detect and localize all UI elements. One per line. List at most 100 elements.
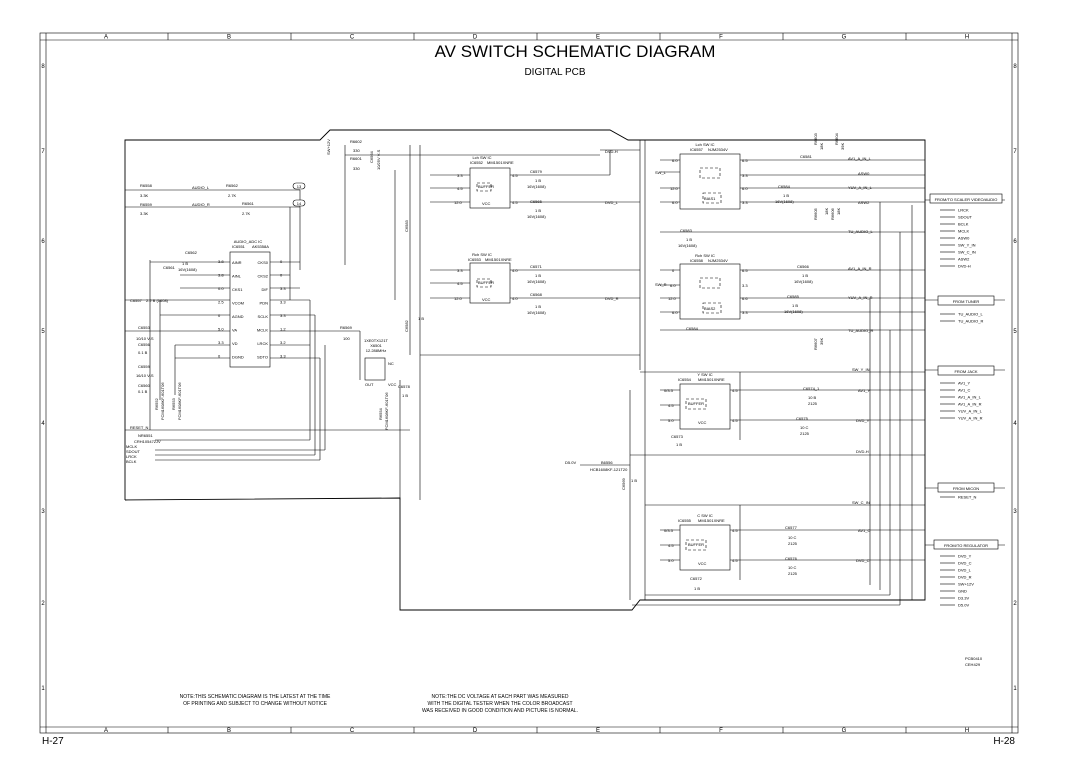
r2-in4: 6.0 — [672, 310, 678, 315]
x6501-value: 12.288MHz — [366, 348, 386, 353]
note-left-line-2: OF PRINTING AND SUBJECT TO CHANGE WITHOU… — [183, 701, 327, 707]
c6583-label: C6583 — [404, 219, 409, 232]
c6583-value: 1 B — [686, 237, 692, 242]
left-bus-mclk: MCLK — [126, 444, 137, 449]
net-sw12v: SW+12V — [326, 139, 331, 155]
nr6551-value: CRH105472JV — [134, 439, 161, 444]
bus-scaler-signal-asw0: ASW0 — [958, 236, 970, 241]
r6552-value: FCM1608KF-601T06 — [160, 382, 165, 420]
c6557-label: C6557 — [130, 298, 143, 303]
csw-o2: 4.5 — [732, 558, 738, 563]
r2-in3: 12.0 — [668, 296, 677, 301]
ic-lch-sw: Lch SW IC IC6552 MM1501XNRE BUFFER VCC 3… — [454, 155, 518, 209]
c6574-value: 10 B — [808, 395, 817, 400]
r6559-label: R6559 — [140, 202, 153, 207]
row-label-left-4: 4 — [41, 421, 45, 427]
ic-y-sw-title: Y SW IC — [697, 372, 712, 377]
ic-lch-sw2: Lch SW IC IC6557 NJM2534V BIAS1 6.0 12.0… — [670, 142, 748, 210]
row-label-right-4: 4 — [1013, 421, 1017, 427]
r6605-label: R6605 — [813, 207, 818, 220]
r6559-value: 3.3K — [140, 211, 149, 216]
c6578-label: C6578 — [398, 384, 411, 389]
c6584-value2: 16V(1608) — [775, 199, 794, 204]
net-labels: DVD-H AV1_A_IN_L ASW0 YUV_A_IN_L ASW2 TU… — [130, 139, 873, 563]
lsw-v2: 4.5 — [457, 186, 463, 191]
column-label-bottom-G: G — [842, 728, 847, 734]
out-label: OUT — [365, 382, 374, 387]
bus-micon-signal-reset-n: RESET_N — [958, 495, 977, 500]
c6577-value2: 2125 — [788, 541, 798, 546]
adc-volt-right: 0 — [280, 259, 283, 264]
c6571-label: C6571 — [530, 264, 543, 269]
circuit-boundary — [124, 129, 926, 611]
row-label-left-8: 8 — [41, 64, 45, 70]
bus-regulator-signal-gnd: GND — [958, 589, 967, 594]
ic-lch-buffer: BUFFER — [478, 184, 494, 189]
bus-scaler: FROM/TO SCALER VIDEO/AUDIO LRCKSDOUTBCLK… — [929, 193, 1003, 269]
r2-in1: 0 — [672, 268, 675, 273]
ic-lch-sw-part: IC6552 — [470, 160, 484, 165]
r6558-value: 3.3K — [140, 193, 149, 198]
column-label-top-B: B — [227, 35, 231, 41]
row-label-left-6: 6 — [41, 239, 45, 245]
adc-volt-right: 3.3 — [280, 300, 286, 305]
c6561-value2: 16V(1608) — [178, 267, 197, 272]
r6554-label: R6554 — [378, 407, 383, 420]
c6560-label: C6560 — [138, 383, 151, 388]
c6566-value: 1 B — [802, 273, 808, 278]
row-label-right-5: 5 — [1013, 329, 1017, 335]
c6583-value2: 16V(1608) — [678, 243, 697, 248]
ic-c-sw-part: IC6555 — [678, 518, 692, 523]
component-labels: R6558 3.3K R6559 3.3K R6562 2.7K R6561 2… — [130, 132, 845, 591]
net-av1-c: AV1_C — [858, 528, 870, 533]
r6607-value: 39K — [819, 338, 824, 345]
c6584-label: C6584 — [778, 184, 791, 189]
c6561-value: 1 B — [182, 261, 188, 266]
ysw-o1: 4.5 — [732, 388, 738, 393]
r6553-label: R6553 — [171, 397, 176, 410]
pcb-code-2: CEH429 — [965, 662, 981, 667]
bus-regulator-signal-sw-12v: SW+12V — [958, 582, 974, 587]
bus-scaler-signal-sw-c-in: SW_C_IN — [958, 250, 976, 255]
note-left: NOTE:THIS SCHEMATIC DIAGRAM IS THE LATES… — [180, 694, 331, 707]
r6602-value: 330 — [353, 148, 360, 153]
c6571-value: 1 B — [535, 273, 541, 278]
adc-pin-right-dif: DIF — [262, 287, 269, 292]
net-tu-audio-l: TU_AUDIO_L — [848, 229, 873, 234]
net-av1-y: AV1_Y — [858, 388, 870, 393]
diagram-subtitle: DIGITAL PCB — [524, 67, 585, 78]
bus-regulator-signal-d5-0v: D5.0V — [958, 603, 969, 608]
row-label-right-3: 3 — [1013, 509, 1017, 515]
ic-lch-sw2-type: NJM2534V — [708, 147, 728, 152]
bus-scaler-title: FROM/TO SCALER VIDEO/AUDIO — [935, 197, 998, 202]
net-av1-a-in-r: AV1_A_IN_R — [848, 266, 872, 271]
ysw-o2: 4.5 — [732, 418, 738, 423]
rsw-v3: 12.0 — [454, 296, 463, 301]
net-asw2: ASW2 — [858, 200, 870, 205]
ic-y-sw: Y SW IC IC6554 MM1501XNRE BUFFER VCC 0/3… — [664, 372, 738, 430]
l2-in2: 12.0 — [670, 186, 679, 191]
adc-volt-right: 0 — [280, 273, 283, 278]
r6553-value: FCM1608KF-601T06 — [177, 382, 182, 420]
column-label-top-F: F — [719, 35, 723, 41]
r6606-value: 18K — [836, 208, 841, 215]
c6576-value: 10 C — [788, 565, 797, 570]
connector-markers: 13 14 — [292, 182, 306, 207]
r6554-value: FCM1608KF-601T06 — [384, 392, 389, 430]
adc-pin-right-cks2: CKS2 — [258, 274, 269, 279]
rsw-o2: 4.0 — [512, 296, 518, 301]
bus-jack-signal-yuv-a-in-l: YUV_A_IN_L — [958, 409, 983, 414]
ic-rch-vcc: VCC — [482, 297, 491, 302]
r6603-value: 18K — [819, 143, 824, 150]
c6564-value: 10/25V V-S — [376, 149, 381, 170]
c6572-label: C6572 — [690, 576, 703, 581]
net-asw0: ASW0 — [858, 171, 870, 176]
c6574-label: C6574_1 — [803, 386, 820, 391]
ic-y-sw-part: IC6554 — [678, 377, 692, 382]
r6561-value: 2.7K — [242, 211, 251, 216]
net-sw-l: SW_L — [655, 170, 667, 175]
row-label-left-5: 5 — [41, 329, 45, 335]
